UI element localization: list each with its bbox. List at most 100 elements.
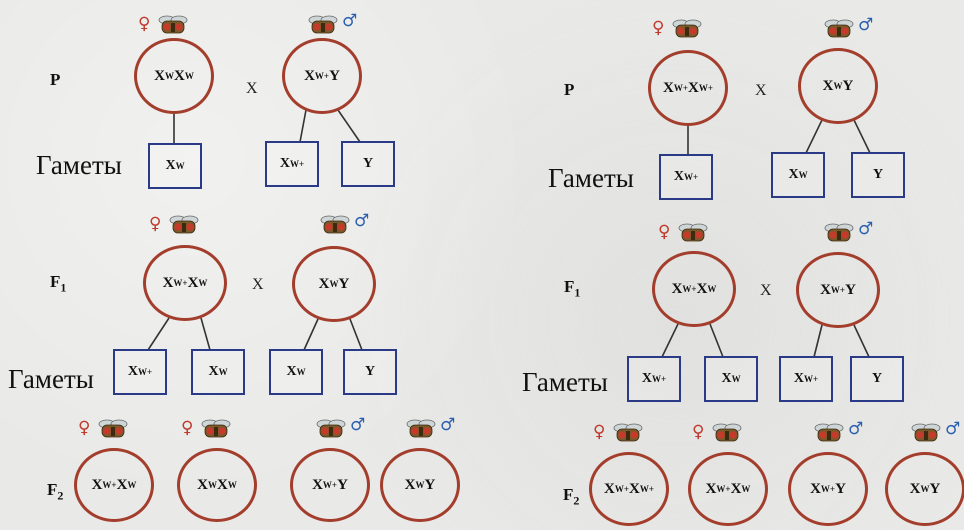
fly-icon	[169, 214, 199, 236]
fly-icon	[98, 418, 128, 440]
gamete-box: Y	[851, 152, 905, 198]
allele-base: X	[663, 80, 674, 97]
allele-base: X	[788, 167, 798, 183]
generation-subscript: 1	[60, 280, 66, 294]
generation-subscript: 1	[574, 285, 580, 299]
connector-line	[710, 324, 723, 357]
generation-subscript: 2	[573, 493, 579, 507]
allele-base: X	[174, 68, 185, 85]
gametes-label: Гаметы	[36, 150, 122, 181]
generation-label-f2: F2	[563, 485, 579, 508]
allele-base: Y	[843, 78, 854, 95]
allele-base: X	[823, 78, 834, 95]
generation-label-p: P	[564, 80, 574, 100]
gamete-box: Y	[343, 349, 397, 395]
allele-base: X	[280, 156, 290, 172]
allele-base: X	[672, 281, 683, 298]
connector-line	[854, 120, 870, 153]
gamete-box: XW+	[779, 356, 833, 402]
allele-base: Y	[337, 477, 348, 494]
gamete-box: XW+	[113, 349, 167, 395]
gamete-box: Y	[850, 356, 904, 402]
allele-base: Y	[365, 364, 375, 380]
allele-base: X	[319, 276, 330, 293]
allele-base: X	[197, 477, 208, 494]
gamete-box: XW+	[627, 356, 681, 402]
allele-base: X	[286, 364, 296, 380]
genotype-circle: XW+Y	[282, 38, 362, 114]
male-symbol: ♂	[440, 417, 455, 434]
generation-label-f1: F1	[50, 272, 66, 295]
allele-base: X	[706, 481, 717, 498]
connector-line	[806, 120, 822, 153]
gametes-label: Гаметы	[8, 364, 94, 395]
gametes-label: Гаметы	[522, 367, 608, 398]
female-symbol: ♀	[78, 420, 90, 437]
allele-base: X	[721, 371, 731, 387]
allele-base: X	[165, 158, 175, 174]
allele-base: X	[163, 275, 174, 292]
connector-line	[350, 319, 362, 350]
fly-icon	[201, 418, 231, 440]
allele-base: X	[405, 477, 416, 494]
female-symbol: ♀	[658, 224, 670, 241]
male-symbol: ♂	[354, 213, 369, 230]
female-symbol: ♀	[181, 420, 193, 437]
female-symbol: ♀	[138, 16, 150, 33]
allele-base: Y	[835, 481, 846, 498]
female-symbol: ♀	[593, 424, 605, 441]
generation-letter: F	[564, 277, 574, 296]
connector-line	[854, 325, 869, 357]
fly-icon	[911, 422, 941, 444]
male-symbol: ♂	[350, 417, 365, 434]
generation-label-f1: F1	[564, 277, 580, 300]
female-symbol: ♀	[692, 424, 704, 441]
gamete-box: Y	[341, 141, 395, 187]
allele-base: X	[810, 481, 821, 498]
male-symbol: ♂	[858, 17, 873, 34]
allele-base: X	[674, 169, 684, 185]
allele-base: X	[312, 477, 323, 494]
allele-base: X	[154, 68, 165, 85]
allele-base: Y	[329, 68, 340, 85]
fly-icon	[316, 418, 346, 440]
fly-icon	[712, 422, 742, 444]
fly-icon	[308, 14, 338, 36]
generation-letter: P	[564, 80, 574, 99]
connector-line	[300, 110, 306, 142]
allele-base: X	[208, 364, 218, 380]
male-symbol: ♂	[945, 421, 960, 438]
fly-icon	[613, 422, 643, 444]
cross-sign: X	[755, 82, 767, 100]
allele-base: X	[697, 281, 708, 298]
generation-letter: P	[50, 70, 60, 89]
connector-line	[814, 325, 822, 357]
cross-sign: X	[246, 80, 258, 98]
generation-letter: F	[47, 480, 57, 499]
female-symbol: ♀	[149, 216, 161, 233]
allele-base: X	[910, 481, 921, 498]
connector-line	[338, 110, 360, 142]
allele-base: X	[604, 481, 615, 498]
connector-line	[662, 324, 678, 357]
generation-letter: F	[50, 272, 60, 291]
allele-base: X	[92, 477, 103, 494]
allele-base: Y	[930, 481, 941, 498]
